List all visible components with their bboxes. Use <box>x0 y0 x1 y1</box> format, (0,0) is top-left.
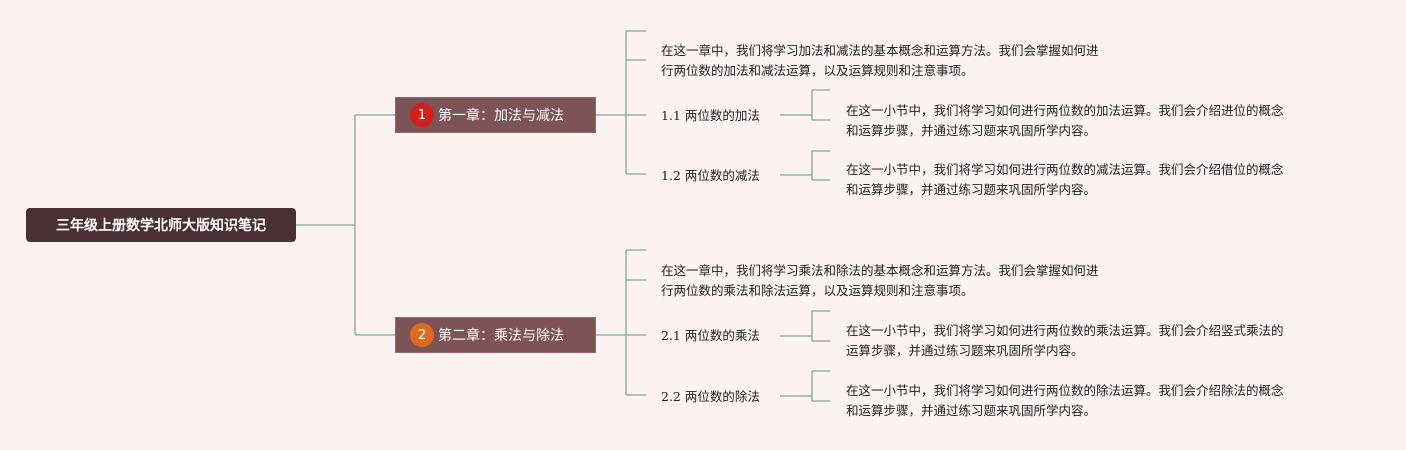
chapter-1-intro-line-2: 行两位数的加法和减法运算，以及运算规则和注意事项。 <box>661 63 974 78</box>
chapter-2-number-badge: 2 <box>410 323 434 347</box>
section-1-1-desc-line-1: 在这一小节中，我们将学习如何进行两位数的加法运算。我们会介绍进位的概念 <box>846 103 1284 118</box>
root-connector <box>296 114 395 336</box>
chapter-2-title: 第二章：乘法与除法 <box>438 328 564 344</box>
section-2-1-connector <box>780 310 830 342</box>
section-2-2-desc-line-1: 在这一小节中，我们将学习如何进行两位数的除法运算。我们会介绍除法的概念 <box>846 383 1284 398</box>
section-1-2-desc-line-1: 在这一小节中，我们将学习如何进行两位数的减法运算。我们会介绍借位的概念 <box>846 162 1284 177</box>
chapter-2-connector <box>596 249 646 396</box>
root-topic[interactable]: 三年级上册数学北师大版知识笔记 <box>26 208 296 242</box>
chapter-1-title: 第一章：加法与减法 <box>438 108 564 124</box>
section-1-2-title: 1.2 两位数的减法 <box>661 168 760 183</box>
section-2-2-desc-line-2: 和运算步骤，并通过练习题来巩固所学内容。 <box>846 403 1097 418</box>
chapter-1-number-badge: 1 <box>410 103 434 127</box>
section-2-1-desc-line-2: 运算步骤，并通过练习题来巩固所学内容。 <box>846 343 1084 358</box>
chapter-2-intro-line-1: 在这一章中，我们将学习乘法和除法的基本概念和运算方法。我们会掌握如何进 <box>661 263 1099 278</box>
section-1-1-desc-line-2: 和运算步骤，并通过练习题来巩固所学内容。 <box>846 123 1097 138</box>
chapter-1-connector <box>596 30 646 175</box>
section-1-1-title: 1.1 两位数的加法 <box>661 108 760 123</box>
section-1-1-desc[interactable]: 在这一小节中，我们将学习如何进行两位数的加法运算。我们会介绍进位的概念 和运算步… <box>846 101 1284 141</box>
section-1-2-desc-line-2: 和运算步骤，并通过练习题来巩固所学内容。 <box>846 182 1097 197</box>
section-1-1-connector <box>780 89 830 121</box>
section-2-1-topic[interactable]: 2.1 两位数的乘法 <box>661 328 760 344</box>
section-1-2-topic[interactable]: 1.2 两位数的减法 <box>661 168 760 184</box>
root-title: 三年级上册数学北师大版知识笔记 <box>56 218 266 234</box>
section-2-1-desc[interactable]: 在这一小节中，我们将学习如何进行两位数的乘法运算。我们会介绍竖式乘法的 运算步骤… <box>846 321 1284 361</box>
section-2-1-title: 2.1 两位数的乘法 <box>661 328 760 343</box>
section-2-2-desc[interactable]: 在这一小节中，我们将学习如何进行两位数的除法运算。我们会介绍除法的概念 和运算步… <box>846 381 1284 421</box>
section-2-2-connector <box>780 370 830 402</box>
chapter-2-topic[interactable]: 2 第二章：乘法与除法 <box>395 317 596 353</box>
section-2-1-desc-line-1: 在这一小节中，我们将学习如何进行两位数的乘法运算。我们会介绍竖式乘法的 <box>846 323 1284 338</box>
section-2-2-topic[interactable]: 2.2 两位数的除法 <box>661 389 760 405</box>
chapter-2-intro-line-2: 行两位数的乘法和除法运算，以及运算规则和注意事项。 <box>661 283 974 298</box>
section-1-2-desc[interactable]: 在这一小节中，我们将学习如何进行两位数的减法运算。我们会介绍借位的概念 和运算步… <box>846 160 1284 200</box>
section-2-2-title: 2.2 两位数的除法 <box>661 389 760 404</box>
chapter-1-topic[interactable]: 1 第一章：加法与减法 <box>395 97 596 133</box>
chapter-1-intro[interactable]: 在这一章中，我们将学习加法和减法的基本概念和运算方法。我们会掌握如何进 行两位数… <box>661 41 1099 81</box>
section-1-1-topic[interactable]: 1.1 两位数的加法 <box>661 108 760 124</box>
chapter-1-intro-line-1: 在这一章中，我们将学习加法和减法的基本概念和运算方法。我们会掌握如何进 <box>661 43 1099 58</box>
section-1-2-connector <box>780 150 830 181</box>
chapter-2-intro[interactable]: 在这一章中，我们将学习乘法和除法的基本概念和运算方法。我们会掌握如何进 行两位数… <box>661 261 1099 301</box>
